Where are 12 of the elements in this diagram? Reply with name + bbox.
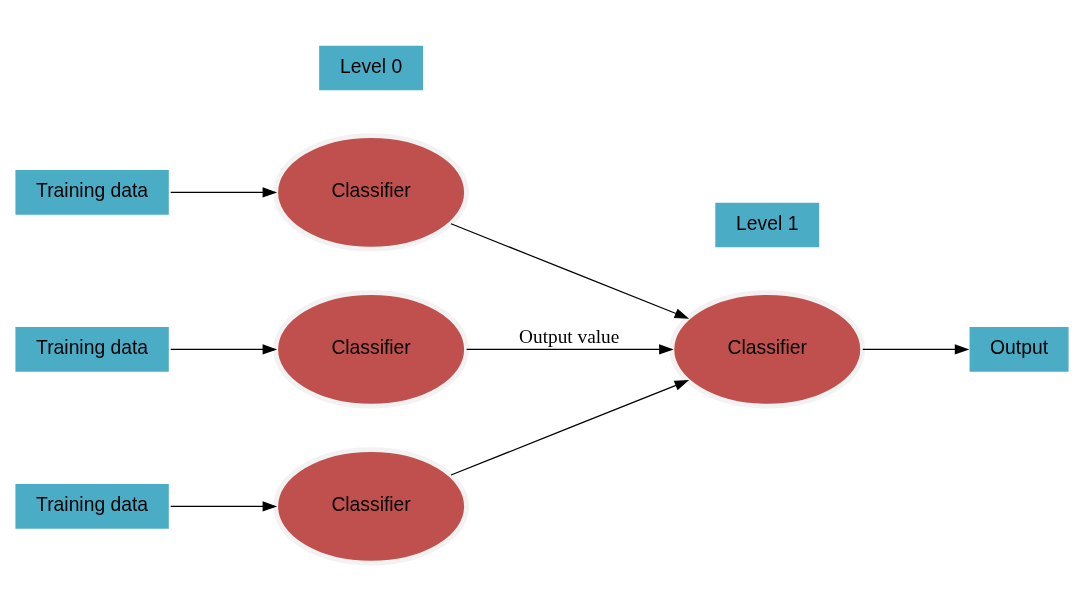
- arrow: [466, 343, 674, 354]
- arrow: [450, 379, 690, 476]
- arrow: [170, 186, 278, 197]
- node-ellipse: Classifier: [669, 289, 866, 409]
- node-ellipse: Classifier: [273, 446, 469, 566]
- arrow: [862, 343, 970, 354]
- node-ellipse: Classifier: [273, 289, 469, 409]
- arrow: [170, 343, 278, 354]
- arrow: [170, 500, 278, 511]
- arrow: [450, 222, 690, 319]
- edge-label: Output value: [519, 325, 620, 347]
- node-ellipse: Classifier: [273, 132, 469, 252]
